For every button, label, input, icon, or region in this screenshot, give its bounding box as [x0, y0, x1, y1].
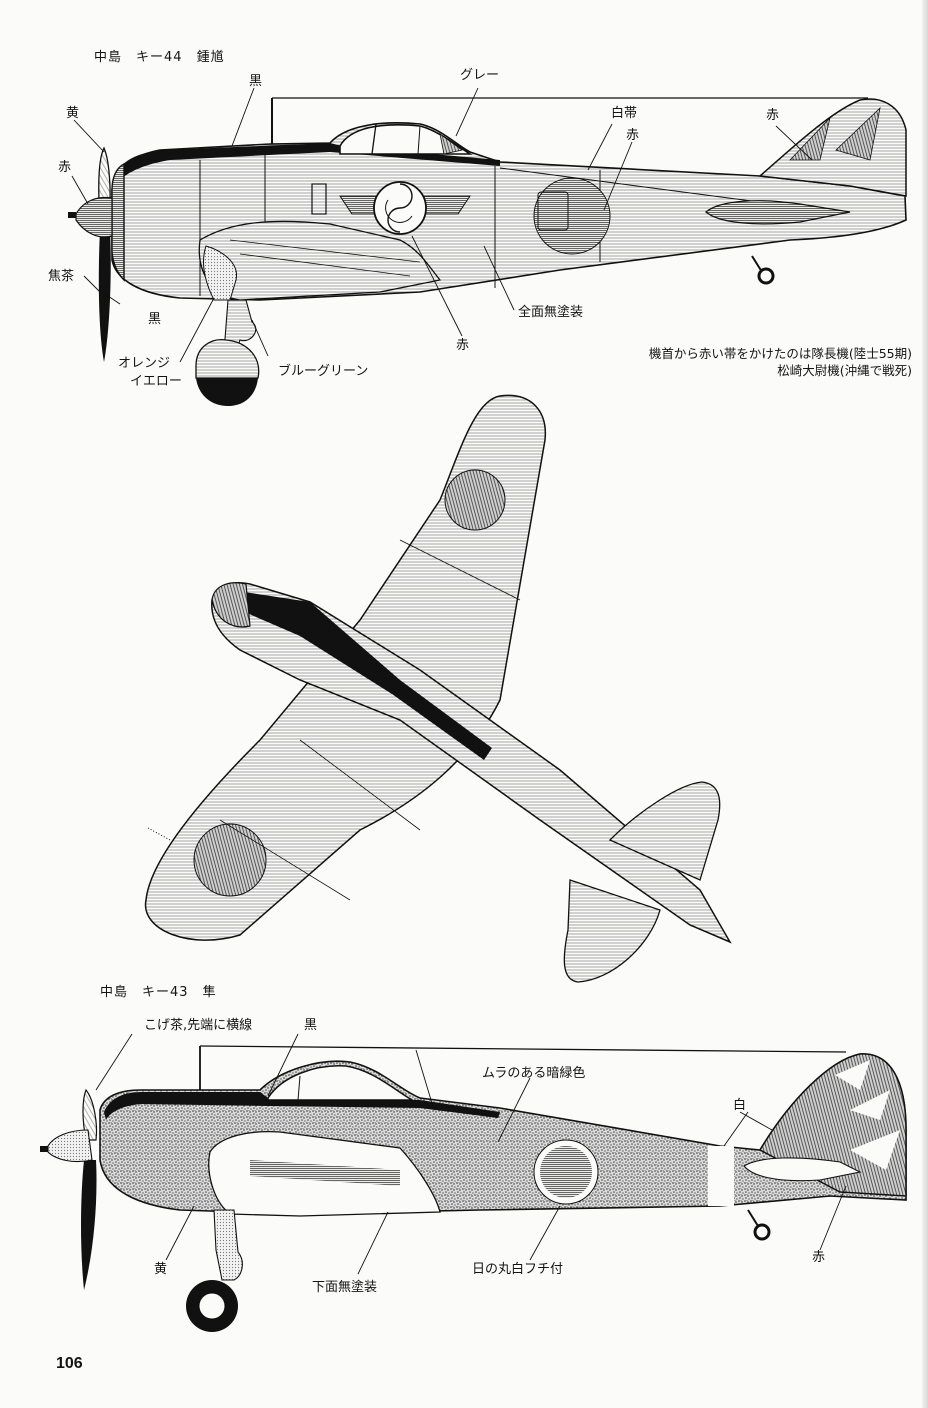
- label-ki43-underside: 下面無塗装: [312, 1280, 378, 1295]
- ki43-antenna-wire: [199, 1045, 847, 1053]
- label-ki44-red-spinner: 赤: [58, 160, 72, 175]
- ki44-top-view: [144, 394, 732, 983]
- label-ki44-black-cowl: 黒: [249, 74, 263, 89]
- ki44-unit-emblem: [339, 181, 471, 235]
- ki43-main-gear: [186, 1209, 243, 1332]
- label-ki43-black-cowl: 黒: [304, 1018, 318, 1033]
- ki43-leader-lines: [95, 1033, 847, 1275]
- label-ki44-white-band: 白帯: [611, 106, 638, 121]
- ki43-name: 隼: [202, 985, 217, 1000]
- label-ki44-unpainted: 全面無塗装: [518, 305, 584, 320]
- ki43-type: キー43: [142, 985, 189, 1000]
- label-ki44-yellow: イエロー: [130, 374, 182, 389]
- label-ki44-yellow-tip: 黄: [66, 106, 80, 121]
- label-ki43-mottled-green: ムラのある暗緑色: [482, 1066, 586, 1081]
- ki43-propeller: [40, 1088, 98, 1290]
- ki44-note-line2: 松崎大尉機(沖縄で戦死): [777, 363, 912, 378]
- ki44-main-gear: [195, 245, 260, 406]
- label-ki43-red: 赤: [812, 1250, 826, 1265]
- label-ki44-red-hinomaru: 赤: [626, 128, 640, 143]
- ki43-canopy: [267, 1065, 415, 1101]
- ki44-hinomaru: [533, 177, 611, 255]
- label-ki44-red-tail: 赤: [766, 108, 780, 123]
- ki43-side-view: [40, 1045, 907, 1332]
- page-edge: [922, 0, 928, 1408]
- ki44-cowling: [111, 162, 125, 282]
- ki44-type: キー44: [136, 50, 183, 65]
- ki44-name: 鍾馗: [196, 50, 225, 65]
- label-ki43-hinomaru-border: 日の丸白フチ付: [472, 1262, 564, 1277]
- ki44-leader-lines: [71, 87, 813, 363]
- ki43-white-band: [708, 1146, 734, 1206]
- label-ki43-prop-color: こげ茶,先端に横線: [144, 1018, 253, 1033]
- ki44-top-hinomaru-lower: [193, 823, 267, 897]
- label-ki44-dark-brown: 焦茶: [48, 269, 75, 284]
- ki44-title: 中島キー44 鍾馗: [94, 50, 239, 65]
- ki44-side-view: [68, 97, 907, 406]
- label-ki44-black-prop: 黒: [148, 312, 162, 327]
- ki43-black-panel: [104, 1092, 500, 1120]
- ki44-tailplane: [705, 200, 851, 225]
- ki44-top-tailplane-lower: [563, 879, 661, 983]
- label-ki44-orange: オレンジ: [118, 356, 171, 371]
- label-ki43-white: 白: [733, 1098, 747, 1113]
- ki44-propeller: [68, 146, 113, 362]
- page-number: 106: [56, 1355, 83, 1372]
- label-ki44-red-emblem: 赤: [456, 338, 470, 353]
- ki43-title: 中島キー43 隼: [100, 985, 231, 1000]
- label-ki43-yellow: 黄: [154, 1262, 168, 1277]
- ki44-top-black-panel: [240, 592, 492, 760]
- ki44-note-line1: 機首から赤い帯をかけたのは隊長機(陸士55期): [648, 346, 912, 361]
- ki44-note: 機首から赤い帯をかけたのは隊長機(陸士55期) 松崎大尉機(沖縄で戦死): [649, 345, 912, 379]
- ki43-maker: 中島: [100, 985, 129, 1000]
- ki44-maker: 中島: [94, 50, 123, 65]
- label-ki44-blue-green: ブルーグリーン: [278, 364, 369, 379]
- ki44-top-hinomaru-upper: [444, 469, 506, 531]
- label-ki44-grey: グレー: [460, 68, 500, 83]
- ki44-top-tailplane-upper: [608, 781, 721, 881]
